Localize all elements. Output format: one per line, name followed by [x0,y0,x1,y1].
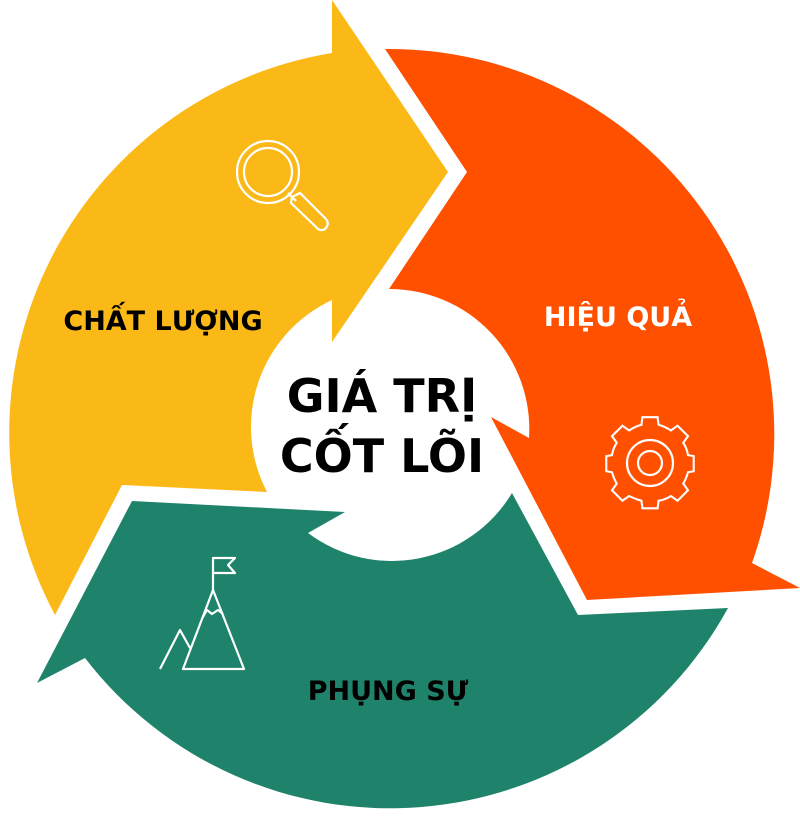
segment-service [37,493,728,809]
segment-label-service: PHỤNG SỰ [308,676,469,707]
magnifier-icon [235,139,329,232]
segment-quality [9,0,449,615]
mountain-flag-icon [159,556,246,671]
gear-icon [605,416,695,510]
center-title-line2: CỐT LÕI [280,423,484,483]
center-title-line1: GIÁ TRỊ [287,369,477,423]
segment-efficiency [385,48,800,601]
segment-label-quality: CHẤT LƯỢNG [63,301,262,337]
segment-label-efficiency: HIỆU QUẢ [544,298,692,333]
